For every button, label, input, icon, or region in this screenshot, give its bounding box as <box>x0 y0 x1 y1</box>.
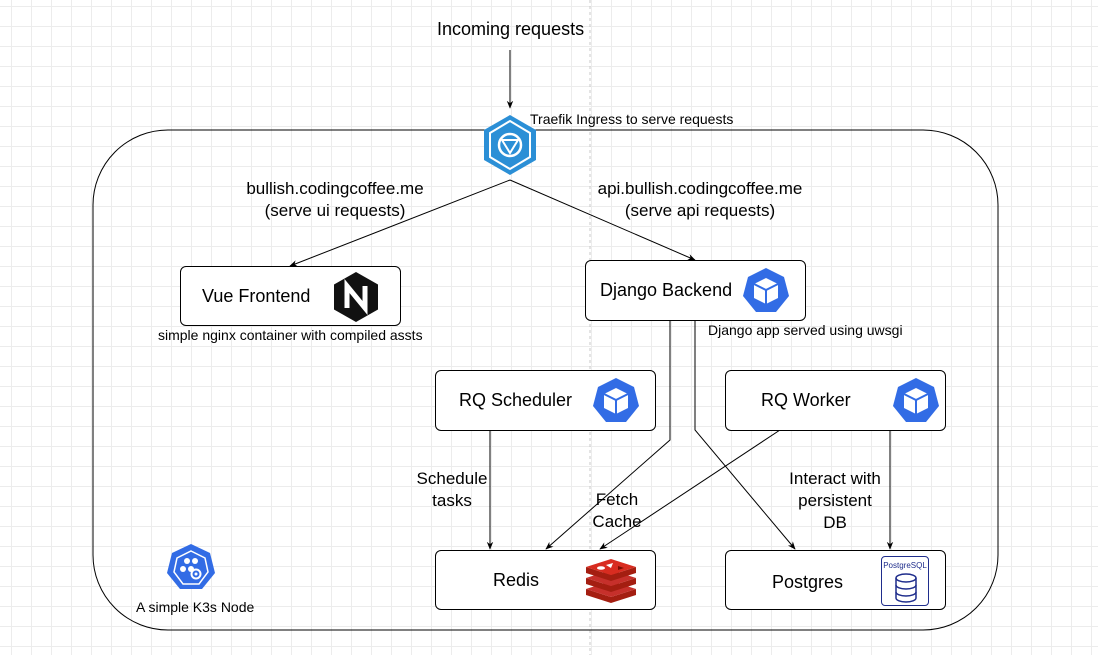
rq-worker-label: RQ Worker <box>761 390 851 410</box>
rq-worker-box[interactable]: RQ Worker <box>725 370 946 431</box>
edge-worker-to-redis <box>599 429 781 550</box>
traefik-ingress-icon <box>484 115 536 175</box>
schedule-tasks-label: Schedule tasks <box>416 469 488 510</box>
django-backend-label: Django Backend <box>600 280 733 300</box>
rq-scheduler-box[interactable]: RQ Scheduler <box>435 370 656 431</box>
route-ui-label: bullish.codingcoffee.me (serve ui reques… <box>246 179 424 220</box>
k3s-node-icon <box>167 544 215 589</box>
kubernetes-pod-icon <box>893 378 939 422</box>
postgres-box[interactable]: Postgres PostgreSQL <box>725 550 946 610</box>
postgresql-icon: PostgreSQL <box>881 556 929 606</box>
rq-scheduler-label: RQ Scheduler <box>459 390 573 410</box>
ingress-label: Traefik Ingress to serve requests <box>530 111 734 127</box>
kubernetes-pod-icon <box>593 378 639 422</box>
fetch-cache-label: Fetch Cache <box>592 490 642 531</box>
k3s-node-label: A simple K3s Node <box>136 599 255 615</box>
incoming-requests-label: Incoming requests <box>437 19 585 39</box>
vue-frontend-note: simple nginx container with compiled ass… <box>158 327 423 343</box>
edge-ingress-to-vue <box>289 179 511 267</box>
postgresql-icon-text: PostgreSQL <box>883 561 927 570</box>
k3s-node-container <box>92 129 999 631</box>
edge-django-to-postgres <box>694 320 796 550</box>
nginx-icon <box>334 272 378 322</box>
vue-frontend-box[interactable]: Vue Frontend <box>180 266 401 326</box>
kubernetes-pod-icon <box>743 268 789 312</box>
route-api-label: api.bullish.codingcoffee.me (serve api r… <box>597 179 803 220</box>
redis-label: Redis <box>493 570 540 590</box>
edge-django-to-redis <box>545 320 671 550</box>
django-backend-box[interactable]: Django Backend <box>585 260 806 321</box>
database-icon <box>895 573 917 603</box>
redis-box[interactable]: Redis <box>435 550 656 610</box>
edges <box>289 50 894 550</box>
edge-ingress-to-django <box>509 179 696 261</box>
interact-db-label: Interact with persistent DB <box>789 469 881 532</box>
redis-icon <box>586 559 636 603</box>
postgres-label: Postgres <box>772 572 844 592</box>
django-backend-note: Django app served using uwsgi <box>708 322 903 338</box>
vue-frontend-label: Vue Frontend <box>202 286 311 306</box>
